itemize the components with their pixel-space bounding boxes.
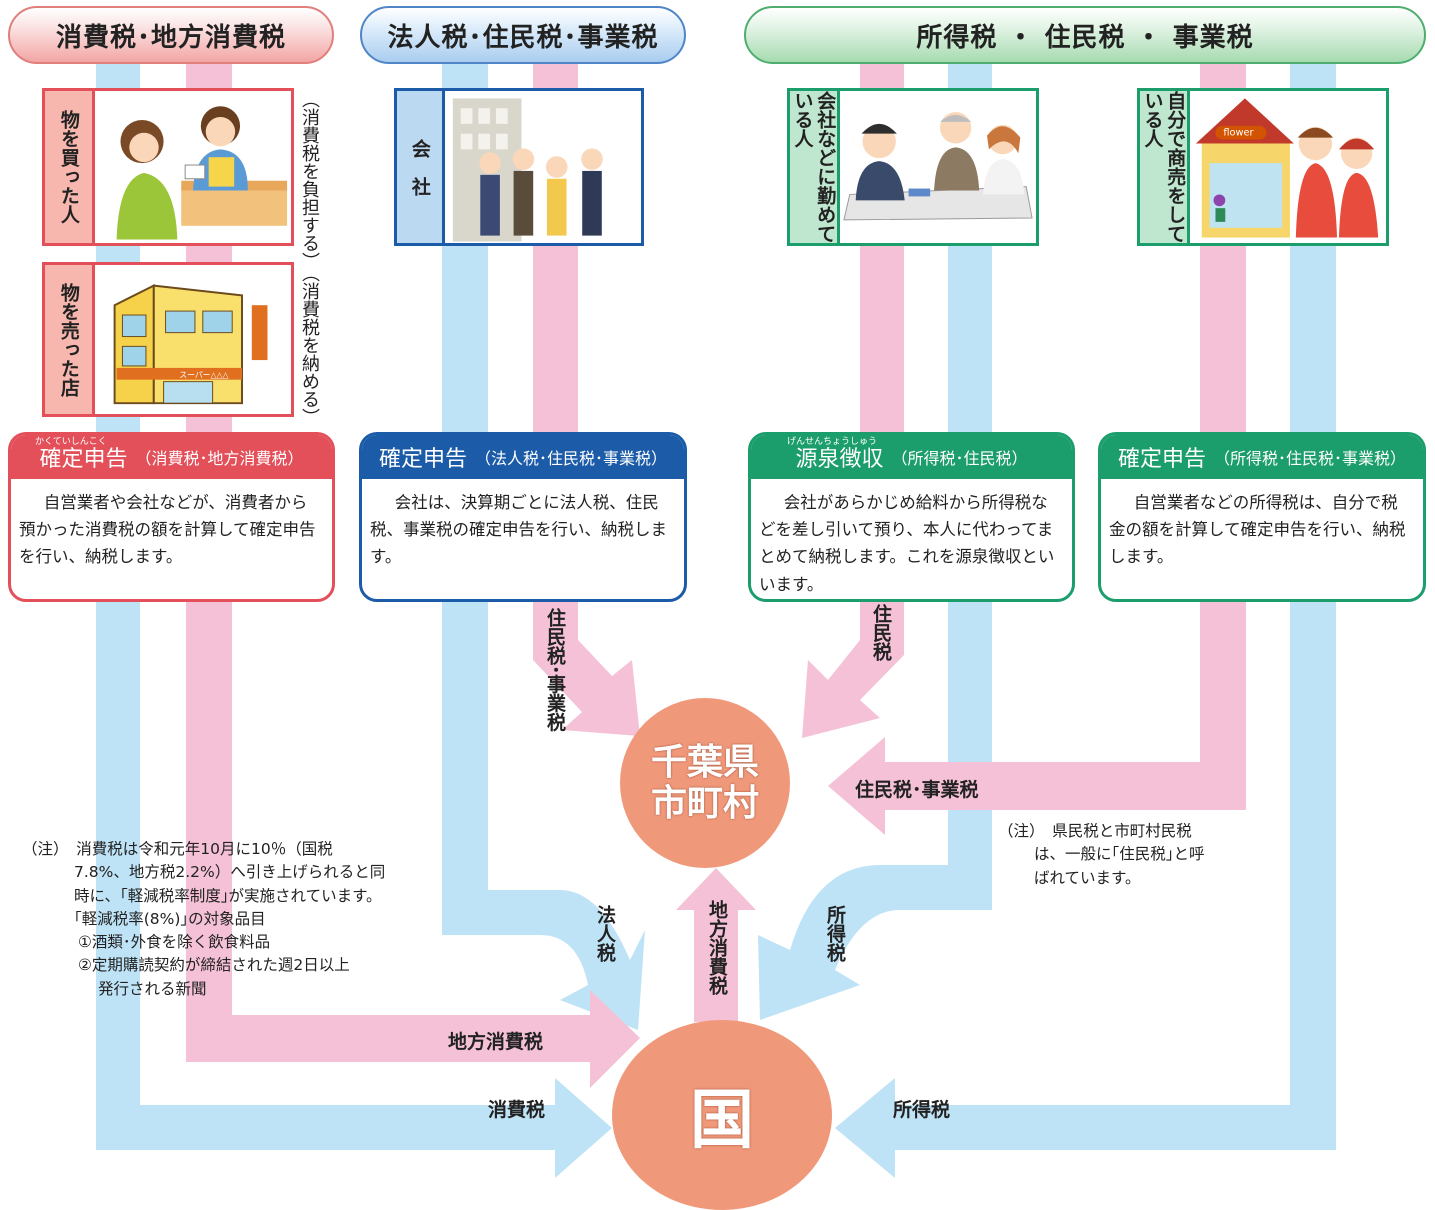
note-left-line: ①酒類･外食を除く飲食料品 [78, 933, 271, 951]
note-resident-tax: （注） 県民税と市町村民税 は、一般に｢住民税｣と呼 ばれています。 [998, 820, 1248, 890]
note-left-line: 時に、｢軽減税率制度｣が実施されています。 [74, 886, 382, 905]
box4-title: 確定申告 [1117, 447, 1206, 472]
box-income-filing: 確定申告 （所得税･住民税･事業税） 自営業者などの所得税は、自分で税金の額を計… [1098, 432, 1426, 602]
label-income-tax: 所得税 [893, 1099, 951, 1121]
supermarket-illustration: スーパー△△△ [95, 265, 291, 414]
label-emp-local-tax: 住民税 [870, 604, 892, 661]
card-company-label: 会 社 [408, 138, 431, 196]
shop-sign: flower [1223, 128, 1254, 139]
card-buyer: 物を買った人 [42, 88, 294, 246]
label-local-consumption-up: 地方消費税 [706, 900, 728, 995]
note-consumption-tax: （注） 消費税は令和元年10月に10％（国税 7.8%、地方税2.2%）へ引き上… [22, 838, 432, 1001]
box3-body: 会社があらかじめ給料から所得税などを差し引いて預り、本人に代わってまとめて納税し… [759, 493, 1055, 594]
label-consumption-tax: 消費税 [488, 1099, 546, 1121]
buyer-note: （消費税を負担する） [299, 90, 320, 270]
local-government-label: 千葉県市町村 [650, 741, 759, 824]
note-left-line: 発行される新聞 [98, 979, 207, 998]
label-local-consumption-tax: 地方消費税 [448, 1031, 544, 1053]
label-corp-local-tax: 住民税･事業税 [544, 608, 566, 732]
label-income-tax-vertical: 所得税 [824, 905, 846, 962]
national-government-label: 国 [690, 1084, 754, 1158]
supermarket-sign: スーパー△△△ [179, 371, 228, 380]
box-withholding: げんせんちょうしゅう 源泉徴収 （所得税･住民税） 会社があらかじめ給料から所得… [748, 432, 1075, 602]
header-income-tax: 所得税 ・ 住民税 ・ 事業税 [744, 6, 1426, 64]
note-left-line: （注） 消費税は令和元年10月に10％（国税 [22, 840, 333, 858]
box3-title: 源泉徴収 [795, 447, 884, 472]
note-right-line: ばれています。 [1034, 868, 1141, 887]
box-corporate-filing: 確定申告 （法人税･住民税･事業税） 会社は、決算期ごとに法人税、住民税、事業税… [359, 432, 687, 602]
office-meeting-illustration [840, 91, 1036, 243]
flower-shop-illustration: flower [1190, 91, 1386, 243]
local-consumption-up-flow [676, 868, 756, 1022]
card-employee: 会社などに勤めている人 [787, 88, 1039, 246]
card-seller-label: 物を売った店 [57, 282, 80, 397]
box1-title: 確定申告 [39, 447, 128, 472]
label-merchant-local-tax: 住民税･事業税 [855, 779, 979, 801]
box2-title: 確定申告 [378, 447, 467, 472]
card-employee-label: 会社などに勤めている人 [791, 91, 837, 243]
card-buyer-label: 物を買った人 [57, 110, 80, 224]
shopping-illustration [95, 91, 291, 243]
card-seller: 物を売った店 スーパー△△△ [42, 262, 294, 417]
box1-ruby: かくていしんこく [35, 437, 107, 447]
box4-body: 自営業者などの所得税は、自分で税金の額を計算して確定申告を行い、納税します。 [1109, 493, 1406, 567]
note-right-line: は、一般に｢住民税｣と呼 [1034, 845, 1205, 864]
box4-sub: （所得税･住民税･事業税） [1214, 449, 1407, 468]
note-left-line: ②定期購読契約が締結された週2日以上 [78, 956, 350, 975]
header-consumption-tax: 消費税･地方消費税 [8, 6, 334, 64]
box1-sub: （消費税･地方消費税） [135, 449, 304, 468]
note-right-line: （注） 県民税と市町村民税 [998, 822, 1192, 840]
national-government-circle: 国 [612, 1020, 832, 1210]
note-left-line: ｢軽減税率(8%)｣の対象品目 [74, 909, 266, 928]
seller-note: （消費税を納める） [299, 264, 320, 426]
company-staff-illustration [445, 91, 641, 243]
box-consumption-filing: かくていしんこく 確定申告 （消費税･地方消費税） 自営業者や会社などが、消費者… [8, 432, 335, 602]
box2-sub: （法人税･住民税･事業税） [475, 449, 668, 468]
box3-sub: （所得税･住民税） [891, 449, 1028, 468]
note-left-line: 7.8%、地方税2.2%）へ引き上げられると同 [74, 863, 386, 882]
box3-ruby: げんせんちょうしゅう [787, 437, 878, 447]
header-corporate-tax: 法人税･住民税･事業税 [360, 6, 686, 64]
card-merchant: 自分で商売をしている人 flower [1137, 88, 1389, 246]
box2-body: 会社は、決算期ごとに法人税、住民税、事業税の確定申告を行い、納税します。 [370, 493, 667, 567]
card-merchant-label: 自分で商売をしている人 [1141, 91, 1187, 243]
label-corporate-tax: 法人税 [594, 905, 616, 962]
box1-body: 自営業者や会社などが、消費者から預かった消費税の額を計算して確定申告を行い、納税… [19, 493, 316, 567]
card-company: 会 社 [394, 88, 644, 246]
local-government-circle: 千葉県市町村 [620, 698, 790, 868]
